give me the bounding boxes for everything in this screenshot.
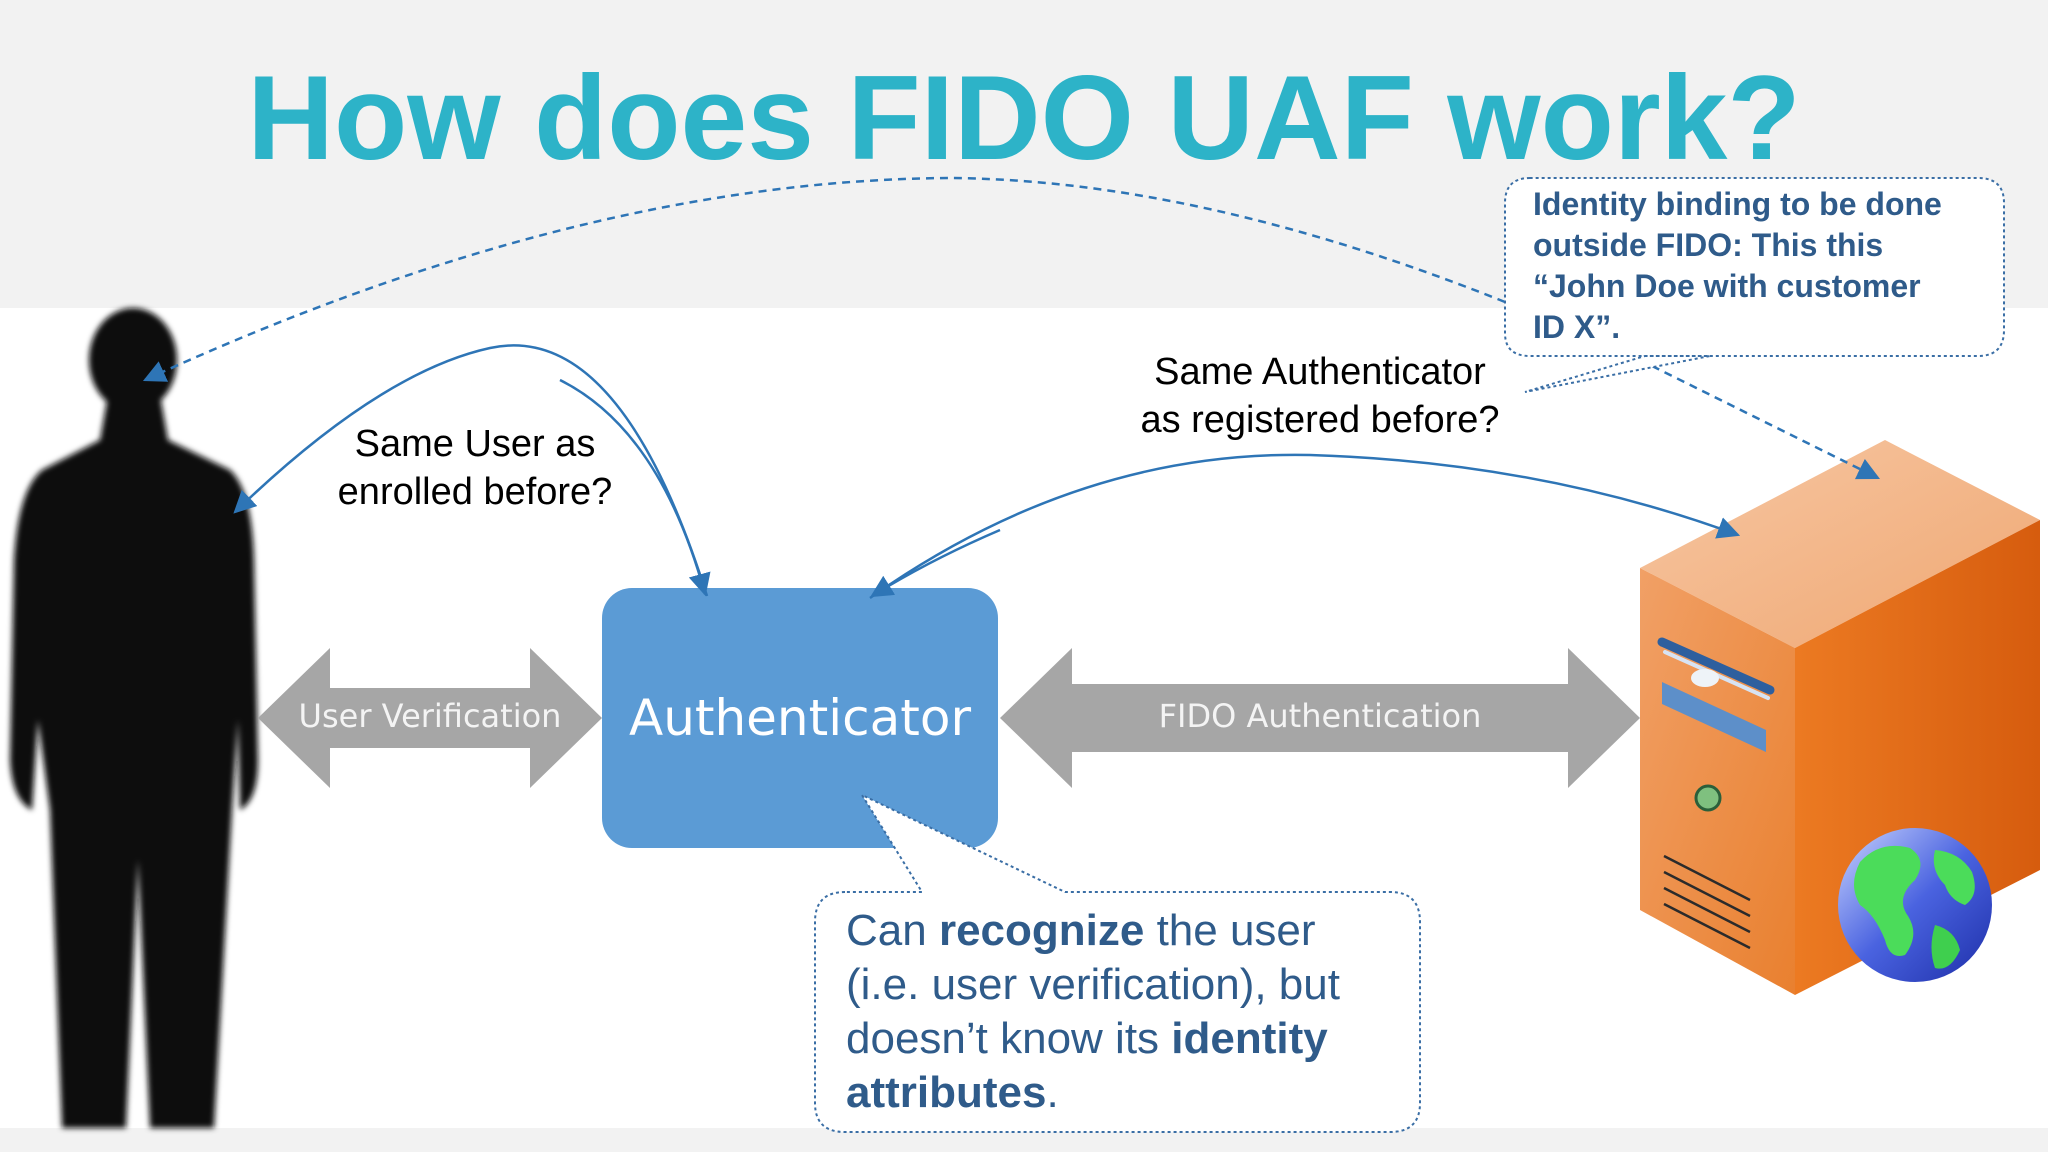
recognize-callout-bubble [814, 792, 1421, 1133]
user-verification-label: User Verification [298, 697, 562, 735]
authenticator-check-connector-tip [870, 528, 1001, 598]
attributes-keyword: attributes [846, 1068, 1047, 1117]
identity-callout-line-1: Identity binding to be done [1533, 186, 1942, 222]
user-verification-arrow [258, 648, 602, 788]
person-silhouette-icon [10, 308, 258, 1128]
recognize-line-4: attributes. [846, 1066, 1406, 1120]
recognize-line-3: doesn’t know its identity [846, 1012, 1406, 1066]
recognize-line-1: Can recognize the user [846, 904, 1406, 958]
identity-callout-line-2: outside FIDO: This this [1533, 227, 1884, 263]
authenticator-box [602, 588, 998, 848]
recognize-line-3-a: doesn’t know its [846, 1014, 1172, 1063]
same-user-question: Same User as enrolled before? [305, 420, 645, 516]
recognize-callout-text: Can recognize the user (i.e. user verifi… [846, 904, 1406, 1120]
same-user-line-2: enrolled before? [337, 471, 613, 513]
identity-keyword: identity [1171, 1014, 1328, 1063]
same-authenticator-question: Same Authenticator as registered before? [1110, 348, 1530, 444]
recognize-line-4-end: . [1046, 1068, 1059, 1117]
same-user-line-1: Same User as [354, 423, 596, 465]
identity-callout-bubble [1504, 177, 2005, 393]
same-auth-line-1: Same Authenticator [1154, 351, 1486, 393]
user-check-connector-tip [559, 378, 711, 597]
authenticator-label: Authenticator [628, 689, 972, 747]
identity-callout-text: Identity binding to be done outside FIDO… [1533, 184, 1983, 348]
recognize-line-2: (i.e. user verification), but [846, 960, 1340, 1009]
identity-callout-line-4: ID X”. [1533, 309, 1621, 345]
same-auth-line-2: as registered before? [1140, 399, 1500, 441]
slide-title: How does FIDO UAF work? [247, 51, 1801, 185]
authenticator-check-connector [869, 453, 1741, 600]
recognize-line-1-a: Can [846, 906, 939, 955]
fido-authentication-arrow [1000, 648, 1640, 788]
recognize-line-1-b: the user [1144, 906, 1316, 955]
identity-callout-line-3: “John Doe with customer [1533, 268, 1921, 304]
user-check-connector [233, 344, 709, 597]
callout-server-connector [1651, 364, 1881, 480]
identity-binding-connector [142, 176, 1506, 382]
recognize-keyword: recognize [938, 906, 1145, 955]
globe-icon [1838, 828, 1992, 982]
fido-authentication-label: FIDO Authentication [1158, 697, 1482, 735]
